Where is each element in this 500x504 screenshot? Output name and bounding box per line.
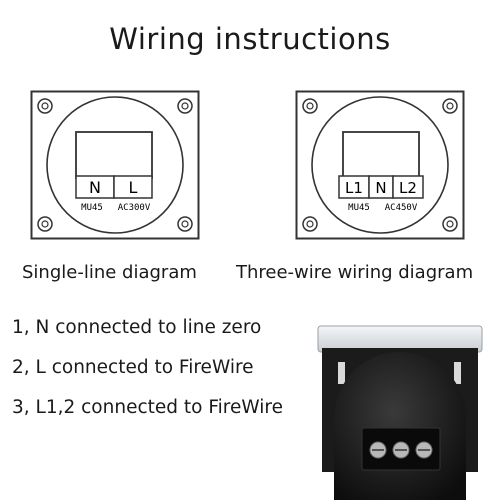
terminal-label-box bbox=[113, 175, 153, 199]
meter-back-photo bbox=[312, 322, 486, 500]
mounting-stud bbox=[338, 362, 345, 384]
mounting-screw-icon bbox=[302, 98, 318, 114]
three-wire-caption: Three-wire wiring diagram bbox=[236, 262, 474, 283]
rating-label: AC300V bbox=[118, 203, 151, 213]
mounting-screw-icon bbox=[37, 98, 53, 114]
mounting-screw-icon bbox=[442, 98, 458, 114]
terminal-block bbox=[342, 131, 420, 179]
single-line-meter-diagram: N L MU45 AC300V bbox=[30, 90, 200, 240]
three-wire-meter-diagram: L1 N L2 MU45 AC450V bbox=[295, 90, 465, 240]
mounting-screw-icon bbox=[302, 216, 318, 232]
mounting-screw-icon bbox=[177, 216, 193, 232]
terminal-label-box bbox=[392, 175, 424, 199]
terminal-block bbox=[75, 131, 153, 179]
instruction-note: 2, L connected to FireWire bbox=[12, 357, 254, 378]
page-title: Wiring instructions bbox=[109, 22, 391, 56]
mounting-screw-icon bbox=[442, 216, 458, 232]
terminal-screw-icon bbox=[415, 441, 433, 459]
terminal-label: N bbox=[375, 179, 386, 197]
terminal-label: N bbox=[89, 178, 101, 197]
rating-label: AC450V bbox=[385, 203, 418, 213]
terminal-screw-icon bbox=[369, 441, 387, 459]
mounting-stud bbox=[454, 362, 461, 384]
terminal-label: L1 bbox=[345, 179, 363, 197]
instruction-note: 1, N connected to line zero bbox=[12, 317, 262, 338]
model-label: MU45 bbox=[348, 203, 370, 213]
meter-body-outline bbox=[46, 96, 184, 234]
meter-round-body bbox=[334, 352, 466, 500]
terminal-screw-icon bbox=[392, 441, 410, 459]
model-label: MU45 bbox=[81, 203, 103, 213]
terminal-label: L bbox=[129, 178, 138, 197]
instruction-note: 3, L1,2 connected to FireWire bbox=[12, 397, 283, 418]
mounting-screw-icon bbox=[177, 98, 193, 114]
meter-body-outline bbox=[311, 96, 449, 234]
terminal-label: L2 bbox=[399, 179, 417, 197]
mounting-screw-icon bbox=[37, 216, 53, 232]
single-line-caption: Single-line diagram bbox=[22, 262, 197, 283]
